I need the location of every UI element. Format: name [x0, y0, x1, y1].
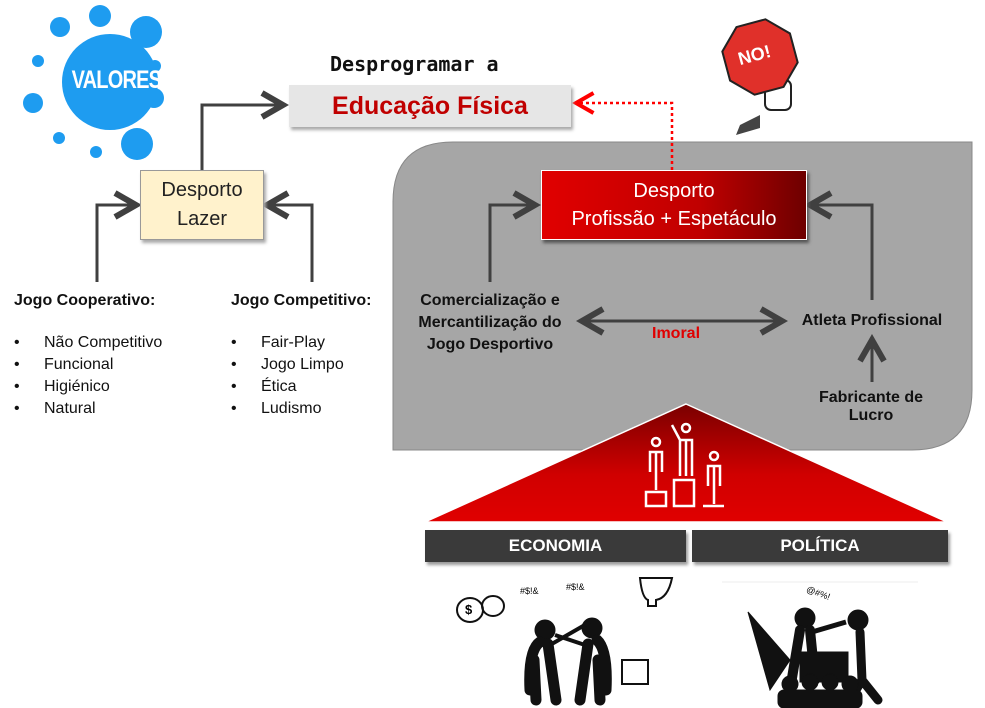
lazer-line2: Lazer — [176, 208, 228, 230]
list-item: Ludismo — [231, 398, 371, 420]
economia-bar: ECONOMIA — [425, 530, 686, 562]
list-item: Funcional — [14, 354, 162, 376]
list-item: Ética — [231, 376, 371, 398]
comercial-line1: Comercialização e — [420, 292, 560, 309]
lazer-line1: Desporto — [161, 179, 243, 201]
profissao-line1: Desporto — [633, 180, 715, 202]
competitivo-section: Jogo Competitivo: Fair-Play Jogo Limpo É… — [231, 292, 371, 420]
desporto-profissao-box: Desporto Profissão + Espetáculo — [541, 170, 807, 240]
arrow-comercial — [488, 205, 535, 282]
profissao-line2: Profissão + Espetáculo — [571, 208, 777, 230]
cooperativo-list: Não Competitivo Funcional Higiénico Natu… — [14, 332, 162, 420]
fabricante-label: Fabricante de Lucro — [818, 389, 924, 424]
dotted-arrow-to-ef — [571, 91, 674, 170]
valores-label: VALORES — [71, 66, 162, 94]
header-subtitle: Desprogramar a — [330, 52, 499, 76]
valores-bubbles — [23, 5, 164, 160]
arrow-atleta — [810, 205, 874, 300]
arrow-lazer-to-ef — [200, 105, 283, 170]
educacao-fisica-box: Educação Física — [289, 85, 571, 127]
imoral-label: Imoral — [652, 325, 701, 342]
politica-bar: POLÍTICA — [692, 530, 948, 562]
podium-icon — [644, 422, 724, 508]
politica-illustration — [747, 607, 883, 708]
list-item: Higiénico — [14, 376, 162, 398]
cooperativo-section: Jogo Cooperativo: Não Competitivo Funcio… — [14, 292, 162, 420]
comercial-line3: Jogo Desportivo — [426, 336, 554, 353]
list-item: Não Competitivo — [14, 332, 162, 354]
arrow-competitivo — [267, 205, 314, 282]
cooperativo-title: Jogo Cooperativo: — [14, 292, 156, 309]
no-sign-icon — [721, 18, 799, 135]
competitivo-title: Jogo Competitivo: — [231, 292, 372, 309]
list-item: Fair-Play — [231, 332, 371, 354]
desporto-lazer-box: Desporto Lazer — [140, 170, 264, 240]
list-item: Natural — [14, 398, 162, 420]
comercial-line2: Mercantilização do — [418, 314, 562, 331]
curse-text-2: #$!& — [566, 582, 585, 592]
arrow-cooperativo — [95, 205, 136, 282]
competitivo-list: Fair-Play Jogo Limpo Ética Ludismo — [231, 332, 371, 420]
curse-text-1: #$!& — [520, 586, 539, 596]
economia-illustration — [456, 577, 674, 706]
atleta-label: Atleta Profissional — [801, 312, 943, 329]
list-item: Jogo Limpo — [231, 354, 371, 376]
dollar-sign: $ — [465, 602, 473, 617]
comercializacao-label: Comercialização e Mercantilização do Jog… — [410, 290, 570, 356]
